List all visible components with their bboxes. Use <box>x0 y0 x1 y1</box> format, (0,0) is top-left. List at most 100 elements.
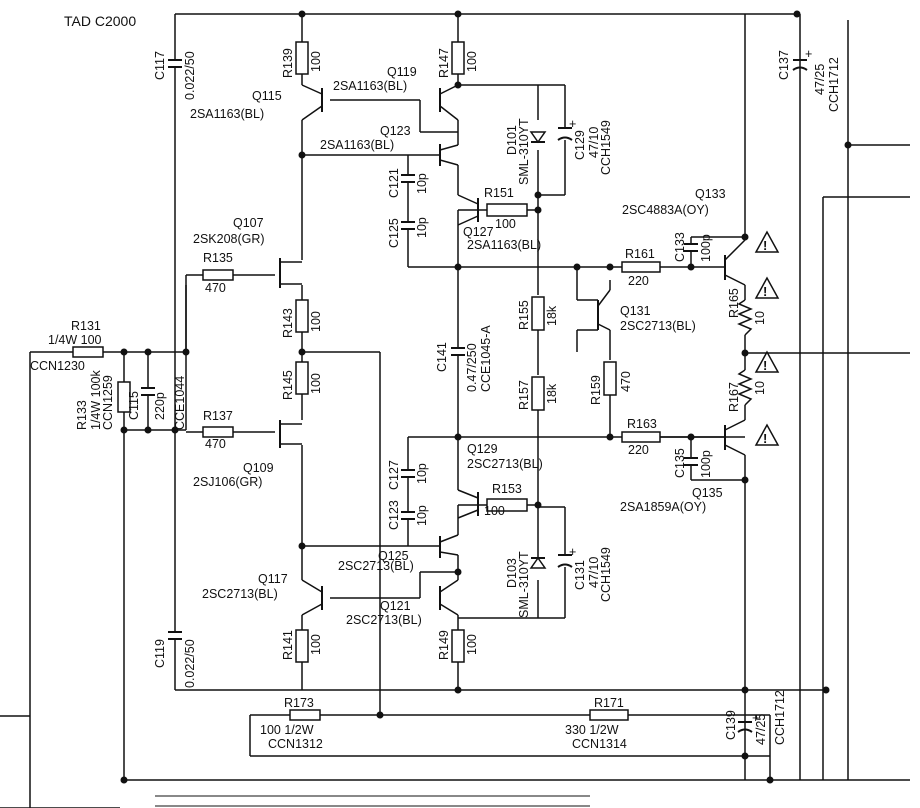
svg-text:SML-310YT: SML-310YT <box>517 118 531 185</box>
svg-text:2SA1163(BL): 2SA1163(BL) <box>320 138 394 152</box>
svg-text:10: 10 <box>753 311 767 325</box>
svg-text:+: + <box>805 47 812 61</box>
svg-text:2SC2713(BL): 2SC2713(BL) <box>202 587 278 601</box>
r157-body <box>531 376 545 411</box>
svg-text:100: 100 <box>465 634 479 655</box>
svg-text:Q135: Q135 <box>692 486 723 500</box>
r151-body <box>486 203 528 217</box>
svg-text:D101: D101 <box>505 125 519 155</box>
svg-text:Q115: Q115 <box>252 89 282 103</box>
svg-text:R159: R159 <box>589 375 603 405</box>
svg-text:18k: 18k <box>545 383 559 404</box>
label-code: CCN1230 <box>30 359 85 373</box>
svg-text:Q131: Q131 <box>620 304 651 318</box>
capacitors <box>141 59 808 733</box>
svg-text:Q121: Q121 <box>380 599 411 613</box>
led-diodes <box>529 131 547 569</box>
svg-text:100: 100 <box>495 217 516 231</box>
svg-text:2SA1163(BL): 2SA1163(BL) <box>333 79 407 93</box>
svg-text:!: ! <box>763 284 767 299</box>
svg-text:CCH1712: CCH1712 <box>827 57 841 112</box>
svg-text:Q107: Q107 <box>233 216 264 230</box>
svg-text:!: ! <box>763 358 767 373</box>
svg-text:10p: 10p <box>415 505 429 526</box>
svg-text:100p: 100p <box>699 234 713 262</box>
warning-icons: ! ! ! ! <box>754 230 780 446</box>
r155-body <box>531 296 545 331</box>
svg-text:CCH1712: CCH1712 <box>773 690 787 745</box>
label-code: CCN1259 <box>101 375 115 430</box>
r147-body <box>451 41 465 75</box>
svg-text:R161: R161 <box>625 247 655 261</box>
svg-text:C127: C127 <box>387 460 401 490</box>
svg-text:470: 470 <box>205 281 226 295</box>
r165-body <box>737 299 753 336</box>
svg-text:R157: R157 <box>517 380 531 410</box>
svg-text:470: 470 <box>205 437 226 451</box>
resistors <box>72 41 753 721</box>
svg-text:2SJ106(GR): 2SJ106(GR) <box>193 475 262 489</box>
svg-text:2SK208(GR): 2SK208(GR) <box>193 232 265 246</box>
svg-text:C139: C139 <box>724 710 738 740</box>
svg-text:2SA1859A(OY): 2SA1859A(OY) <box>620 500 706 514</box>
svg-text:10: 10 <box>753 381 767 395</box>
svg-text:C129: C129 <box>573 130 587 160</box>
svg-text:470: 470 <box>619 371 633 392</box>
svg-text:220: 220 <box>628 274 649 288</box>
svg-text:100: 100 <box>465 51 479 72</box>
svg-text:C121: C121 <box>387 168 401 198</box>
label-value: 0.022/50 <box>183 639 197 688</box>
svg-text:C123: C123 <box>387 500 401 530</box>
r131-body <box>72 346 104 358</box>
label-value: 0.022/50 <box>183 51 197 100</box>
svg-text:2SC2713(BL): 2SC2713(BL) <box>620 319 696 333</box>
svg-text:47/10: 47/10 <box>587 557 601 588</box>
svg-text:100 1/2W: 100 1/2W <box>260 723 314 737</box>
svg-text:100: 100 <box>484 504 505 518</box>
svg-text:R145: R145 <box>281 370 295 400</box>
svg-text:R143: R143 <box>281 308 295 338</box>
label-ref: C119 <box>153 639 167 668</box>
svg-text:C125: C125 <box>387 218 401 248</box>
schematic-title: TAD C2000 <box>64 13 136 29</box>
warning-icon <box>754 350 780 373</box>
svg-text:Q127: Q127 <box>463 225 494 239</box>
component-labels: R131 1/4W 100 CCN1230 R133 1/4W 100k CCN… <box>30 47 841 751</box>
label-ref: CCE1044 <box>173 376 187 430</box>
svg-text:2SC4883A(OY): 2SC4883A(OY) <box>622 203 709 217</box>
svg-text:Q123: Q123 <box>380 124 411 138</box>
r135-body <box>202 269 234 281</box>
svg-text:2SA1163(BL): 2SA1163(BL) <box>467 238 541 252</box>
warning-icon <box>754 230 780 253</box>
label-ref: C117 <box>153 51 167 80</box>
svg-text:R167: R167 <box>727 382 741 412</box>
svg-text:Q125: Q125 <box>378 549 409 563</box>
svg-text:10p: 10p <box>415 463 429 484</box>
svg-text:C133: C133 <box>673 232 687 262</box>
r139-body <box>295 41 309 75</box>
svg-text:SML-310YT: SML-310YT <box>517 551 531 618</box>
svg-text:330 1/2W: 330 1/2W <box>565 723 619 737</box>
svg-text:C137: C137 <box>777 50 791 80</box>
svg-text:CCE1045-A: CCE1045-A <box>479 325 493 392</box>
svg-text:R149: R149 <box>437 630 451 660</box>
svg-text:CCN1312: CCN1312 <box>268 737 323 751</box>
label-ref: R131 <box>71 319 101 333</box>
svg-text:Q133: Q133 <box>695 187 726 201</box>
r145-body <box>295 361 309 395</box>
label-value: 1/4W 100k <box>89 369 103 430</box>
svg-text:R163: R163 <box>627 417 657 431</box>
svg-text:R135: R135 <box>203 251 233 265</box>
label-ref: C115 <box>127 391 141 420</box>
r141-body <box>295 629 309 663</box>
svg-text:R173: R173 <box>284 696 314 710</box>
svg-text:C135: C135 <box>673 448 687 478</box>
junction-dots <box>120 10 852 784</box>
svg-text:R171: R171 <box>594 696 624 710</box>
svg-text:100: 100 <box>309 634 323 655</box>
svg-text:R147: R147 <box>437 48 451 78</box>
r149-body <box>451 629 465 663</box>
r159-body <box>603 361 617 396</box>
svg-text:100: 100 <box>309 51 323 72</box>
